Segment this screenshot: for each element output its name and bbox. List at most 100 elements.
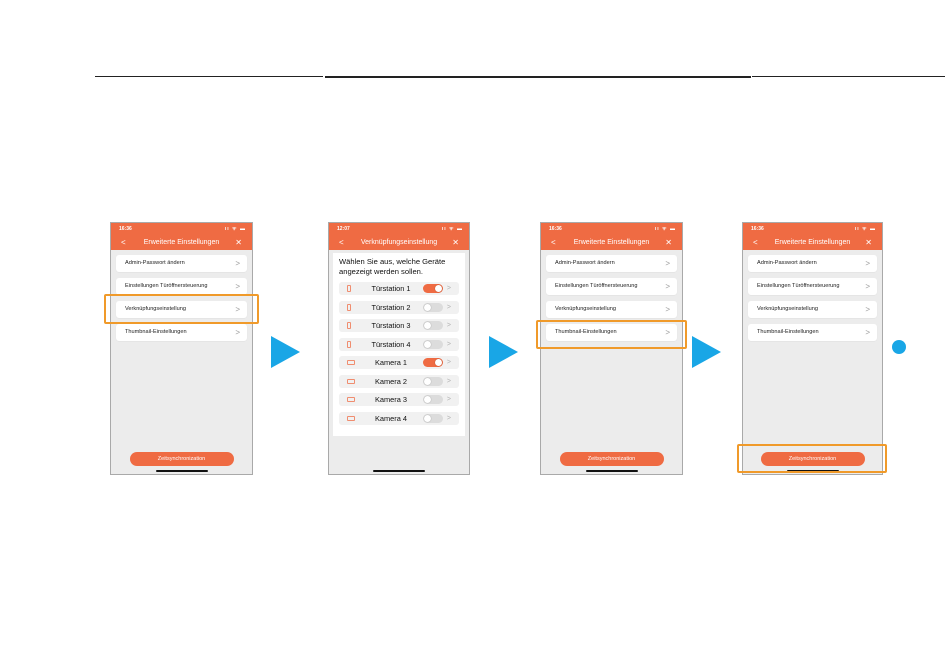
phone-screen-1: 16:36 ıı ᯤ ▬ < Erweiterte Einstellungen … (110, 222, 253, 475)
status-bar: 12:07 ıı ᯤ ▬ (329, 223, 469, 235)
status-bar: 16:36 ıı ᯤ ▬ (111, 223, 252, 235)
door-station-icon (347, 322, 351, 329)
chevron-right-icon: > (235, 282, 240, 291)
time-sync-button[interactable]: Zeitsynchronization (559, 452, 664, 466)
status-icons: ıı ᯤ ▬ (654, 226, 676, 232)
menu-item-label: Verknüpfungseinstellung (757, 306, 818, 312)
chevron-right-icon[interactable]: > (446, 414, 451, 422)
chevron-right-icon[interactable]: > (446, 322, 451, 329)
time-sync-button[interactable]: Zeitsynchronization (760, 452, 865, 466)
nav-bar: < Erweiterte Einstellungen ✕ (743, 235, 882, 250)
device-row: Kamera 1 > (339, 356, 459, 369)
close-icon[interactable]: ✕ (865, 238, 872, 247)
back-icon[interactable]: < (551, 238, 556, 247)
status-icons: ıı ᯤ ▬ (441, 226, 463, 232)
chevron-right-icon[interactable]: > (446, 396, 451, 403)
device-toggle[interactable] (423, 302, 443, 312)
status-bar: 16:36 ıı ᯤ ▬ (541, 223, 682, 235)
menu-item-thumbnail-settings[interactable]: Thumbnail-Einstellungen > (748, 324, 877, 341)
menu-item-admin-password[interactable]: Admin-Passwort ändern > (546, 255, 677, 272)
status-icons: ıı ᯤ ▬ (224, 226, 246, 232)
device-selection-heading: Wählen Sie aus, welche Geräte angezeigt … (339, 257, 446, 276)
header-rule-left (95, 76, 323, 77)
device-toggle[interactable] (423, 358, 443, 367)
menu-item-door-opener-settings[interactable]: Einstellungen Türöffnersteuerung > (546, 278, 677, 295)
chevron-right-icon[interactable]: > (446, 359, 451, 366)
device-toggle[interactable] (423, 376, 443, 386)
device-row: Türstation 4 > (339, 337, 459, 351)
highlight-frame (737, 444, 887, 473)
back-icon[interactable]: < (753, 238, 758, 247)
chevron-right-icon[interactable]: > (446, 285, 451, 292)
close-icon[interactable]: ✕ (235, 238, 242, 247)
door-station-icon (347, 285, 351, 292)
device-label: Türstation 2 (371, 302, 411, 312)
device-row: Türstation 2 > (339, 300, 459, 314)
device-label: Kamera 4 (374, 413, 408, 423)
device-toggle[interactable] (423, 284, 443, 293)
menu-item-label: Verknüpfungseinstellung (125, 306, 186, 312)
toggle-knob (424, 377, 431, 385)
chevron-right-icon[interactable]: > (446, 340, 451, 348)
chevron-right-icon: > (665, 328, 670, 337)
chevron-right-icon[interactable]: > (446, 303, 451, 311)
menu-item-door-opener-settings[interactable]: Einstellungen Türöffnersteuerung > (748, 278, 877, 295)
menu-item-link-settings[interactable]: Verknüpfungseinstellung > (546, 301, 677, 318)
menu-item-label: Einstellungen Türöffnersteuerung (757, 283, 840, 289)
device-toggle[interactable] (423, 321, 443, 330)
menu-item-label: Verknüpfungseinstellung (555, 306, 616, 312)
screen-title: Erweiterte Einstellungen (143, 239, 220, 246)
menu-item-door-opener-settings[interactable]: Einstellungen Türöffnersteuerung > (116, 278, 247, 295)
chevron-right-icon: > (865, 328, 870, 337)
device-label: Kamera 2 (374, 376, 408, 386)
device-list: Türstation 1>Türstation 2>Türstation 3>T… (339, 282, 459, 425)
home-indicator (373, 470, 425, 472)
close-icon[interactable]: ✕ (452, 238, 459, 247)
menu-item-thumbnail-settings[interactable]: Thumbnail-Einstellungen > (546, 324, 677, 341)
highlight-frame (104, 294, 259, 324)
menu-item-admin-password[interactable]: Admin-Passwort ändern > (748, 255, 877, 272)
toggle-knob (424, 322, 431, 329)
chevron-right-icon: > (235, 305, 240, 314)
back-icon[interactable]: < (121, 238, 126, 247)
device-label: Kamera 1 (374, 358, 408, 367)
close-icon[interactable]: ✕ (665, 238, 672, 247)
menu-item-link-settings[interactable]: Verknüpfungseinstellung > (116, 301, 247, 318)
camera-icon (347, 415, 355, 421)
menu-item-link-settings[interactable]: Verknüpfungseinstellung > (748, 301, 877, 318)
device-row: Türstation 3 > (339, 319, 459, 332)
nav-bar: < Verknüpfungseinstellung ✕ (329, 235, 469, 250)
toggle-knob (424, 303, 431, 311)
device-row: Kamera 4 > (339, 411, 459, 425)
door-station-icon (347, 303, 351, 311)
chevron-right-icon[interactable]: > (446, 377, 451, 385)
settings-list: Admin-Passwort ändern > Einstellungen Tü… (541, 250, 682, 341)
device-toggle[interactable] (423, 339, 443, 349)
menu-item-label: Einstellungen Türöffnersteuerung (125, 283, 208, 289)
device-label: Türstation 1 (371, 284, 411, 293)
device-toggle[interactable] (423, 395, 443, 404)
device-label: Türstation 4 (371, 339, 411, 349)
menu-item-admin-password[interactable]: Admin-Passwort ändern > (116, 255, 247, 272)
toggle-knob (424, 396, 431, 403)
device-toggle[interactable] (423, 413, 443, 423)
screen-title: Verknüpfungseinstellung (360, 239, 438, 246)
time-sync-button[interactable]: Zeitsynchronization (129, 452, 234, 466)
device-label: Kamera 3 (374, 395, 408, 404)
chevron-right-icon: > (665, 305, 670, 314)
menu-item-label: Admin-Passwort ändern (125, 260, 185, 266)
toggle-knob (424, 414, 431, 422)
chevron-right-icon: > (665, 259, 670, 268)
device-label: Türstation 3 (371, 321, 411, 330)
menu-item-label: Thumbnail-Einstellungen (555, 329, 617, 335)
header-rule-center (325, 76, 751, 78)
menu-item-thumbnail-settings[interactable]: Thumbnail-Einstellungen > (116, 324, 247, 341)
chevron-right-icon: > (865, 259, 870, 268)
chevron-right-icon: > (865, 305, 870, 314)
back-icon[interactable]: < (339, 238, 344, 247)
device-row: Kamera 3 > (339, 393, 459, 406)
device-row: Türstation 1 > (339, 282, 459, 295)
screen-title: Erweiterte Einstellungen (573, 239, 650, 246)
camera-icon (347, 360, 355, 365)
menu-item-label: Einstellungen Türöffnersteuerung (555, 283, 638, 289)
